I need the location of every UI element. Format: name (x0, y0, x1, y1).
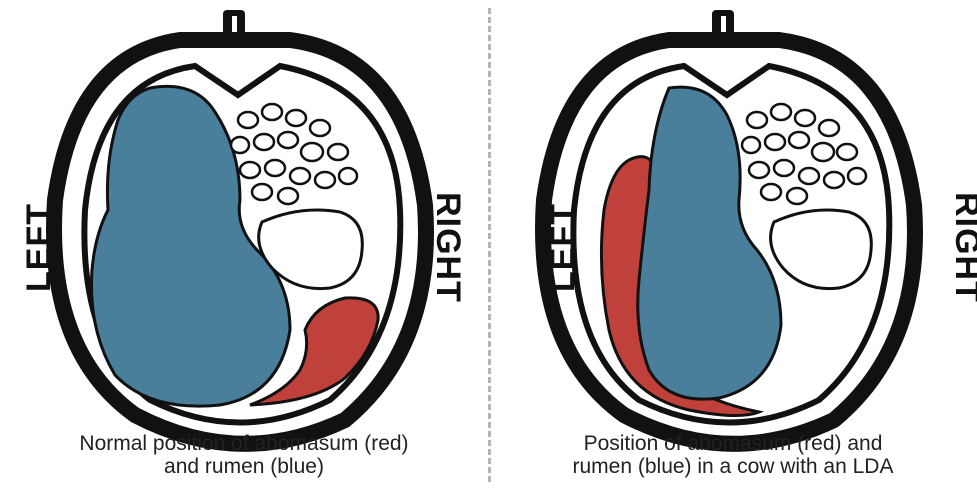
right-side-label: RIGHT (428, 192, 467, 303)
caption-line-2: and rumen (blue) (40, 455, 448, 478)
right-side-label: RIGHT (947, 192, 977, 303)
normal-position-caption: Normal position of abomasum (red) and ru… (40, 432, 448, 478)
caption-line-2: rumen (blue) in a cow with an LDA (529, 455, 937, 478)
lda-position-panel: LEFT RIGHT Position of abomasum (red) an… (489, 0, 977, 488)
left-side-label: LEFT (544, 203, 583, 292)
left-side-label: LEFT (20, 203, 59, 292)
caption-line-1: Position of abomasum (red) and (529, 432, 937, 455)
lda-position-caption: Position of abomasum (red) and rumen (bl… (529, 432, 937, 478)
normal-cross-section (0, 0, 488, 488)
caption-line-1: Normal position of abomasum (red) (40, 432, 448, 455)
normal-position-panel: LEFT RIGHT Normal position of abomasum (… (0, 0, 488, 488)
